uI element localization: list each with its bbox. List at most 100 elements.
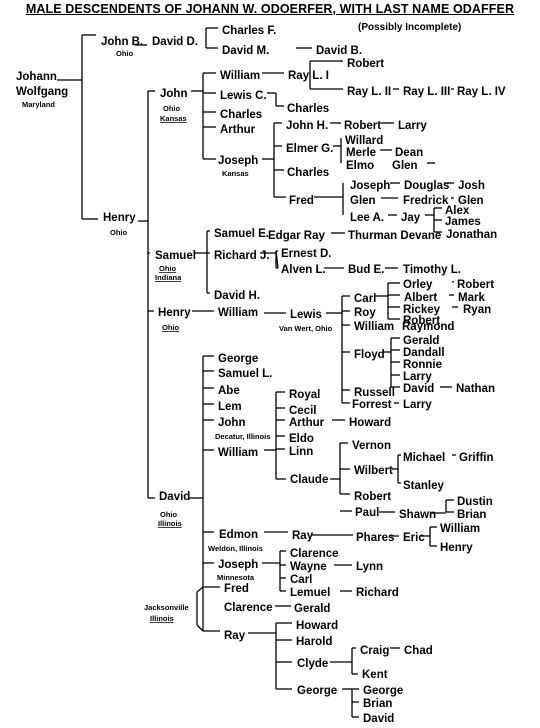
person-thurman: Thurman Devane: [348, 230, 441, 242]
person-jville2: Illinois: [150, 614, 174, 623]
person-john2: John: [160, 88, 187, 100]
person-henry1-loc: Ohio: [110, 228, 127, 237]
person-shawn: Shawn: [399, 509, 436, 521]
person-william-d: William: [218, 447, 258, 459]
person-johnb-loc: Ohio: [116, 49, 133, 58]
person-fred-d: Fred: [224, 583, 249, 595]
person-harold: Harold: [296, 636, 332, 648]
person-robert-r: Robert: [403, 315, 440, 327]
person-vernon: Vernon: [352, 440, 391, 452]
person-samuell: Samuel L.: [218, 368, 272, 380]
person-glen5: Glen: [350, 195, 376, 207]
person-jonathan: Jonathan: [446, 229, 497, 241]
person-forrest: Forrest: [352, 399, 392, 411]
person-larry-fo: Larry: [403, 399, 432, 411]
person-leea: Lee A.: [350, 212, 384, 224]
person-william3: William: [220, 70, 260, 82]
person-ernestd: Ernest D.: [281, 248, 332, 260]
person-clyde: Clyde: [297, 658, 328, 670]
person-ray-d: Ray: [224, 630, 246, 642]
person-richard-l: Richard: [356, 587, 399, 599]
person-ryan: Ryan: [463, 304, 491, 316]
person-brian-g: Brian: [363, 698, 392, 710]
person-chad: Chad: [404, 645, 433, 657]
person-raymond: Raymond: [402, 321, 454, 333]
person-james: James: [445, 216, 481, 228]
person-george-d: George: [218, 353, 258, 365]
person-brian-s: Brian: [457, 509, 486, 521]
person-larry-f: Larry: [403, 371, 432, 383]
person-griffin: Griffin: [459, 452, 494, 464]
person-william-e: William: [440, 523, 480, 535]
person-henry2-loc: Ohio: [162, 323, 179, 332]
person-josh: Josh: [458, 180, 485, 192]
person-samuel2: Samuel: [155, 250, 196, 262]
person-henry2: Henry: [158, 307, 191, 319]
person-johnh: John H.: [286, 120, 328, 132]
person-jville1: Jacksonville: [144, 603, 189, 612]
person-alex: Alex: [445, 205, 470, 217]
person-stanley: Stanley: [403, 480, 445, 492]
person-rayl3: Ray L. III: [403, 86, 450, 98]
person-timothyl: Timothy L.: [403, 264, 461, 276]
person-cecil: Cecil: [289, 405, 317, 417]
person-paul: Paul: [355, 507, 379, 519]
person-richardj: Richard J.: [214, 250, 270, 262]
person-henry1: Henry: [103, 212, 136, 224]
person-roy: Roy: [354, 307, 376, 319]
person-dean: Dean: [395, 147, 423, 159]
person-lynn: Lynn: [356, 561, 383, 573]
person-fred4: Fred: [289, 195, 314, 207]
person-david-g: David: [363, 713, 394, 725]
person-elmo: Elmo: [346, 160, 374, 172]
person-edmon-loc: Weldon, Illinois: [208, 544, 263, 553]
person-clarence-d: Clarence: [224, 602, 273, 614]
person-lewisc: Lewis C.: [220, 90, 267, 102]
person-albert: Albert: [404, 292, 437, 304]
page-title: MALE DESCENDENTS OF JOHANN W. ODOERFER, …: [25, 2, 515, 16]
person-davidb: David B.: [316, 45, 362, 57]
person-david2: David: [159, 491, 190, 503]
person-fredrick: Fredrick: [403, 195, 449, 207]
person-claude: Claude: [290, 474, 328, 486]
person-orley: Orley: [403, 279, 433, 291]
person-charles4b: Charles: [287, 167, 329, 179]
tree-connector-lines: [57, 27, 458, 718]
person-alvenl: Alven L.: [281, 264, 326, 276]
person-larry6: Larry: [398, 120, 427, 132]
person-carl: Carl: [354, 293, 376, 305]
person-robert-o: Robert: [457, 279, 494, 291]
person-michael: Michael: [403, 452, 445, 464]
person-gerald-c: Gerald: [294, 603, 330, 615]
person-eric: Eric: [403, 532, 425, 544]
connector-line-64: [275, 250, 279, 269]
person-arthur-w: Arthur: [289, 417, 325, 429]
person-davidh: David H.: [214, 290, 260, 302]
person-davidm: David M.: [222, 45, 269, 57]
person-david2-loc1: Ohio: [160, 510, 177, 519]
person-samuel2-loc2: Indiana: [155, 273, 182, 282]
person-edmon: Edmon: [219, 529, 258, 541]
person-wayne: Wayne: [290, 561, 327, 573]
person-joseph3-loc: Kansas: [222, 169, 249, 178]
person-rayl4: Ray L. IV: [457, 86, 506, 98]
person-charles4: Charles: [287, 103, 329, 115]
person-craig: Craig: [360, 645, 389, 657]
person-glen7: Glen: [458, 195, 484, 207]
person-charles3: Charles: [220, 109, 262, 121]
connector-line-149: [196, 586, 204, 593]
person-ray-e: Ray: [292, 530, 314, 542]
person-phares: Phares: [356, 532, 394, 544]
person-arthur3: Arthur: [220, 124, 256, 136]
person-linn: Linn: [289, 446, 313, 458]
person-george-r: George: [297, 685, 337, 697]
person-johnb: John B.: [101, 36, 143, 48]
person-johann1: Johann: [16, 71, 57, 83]
person-robert5: Robert: [344, 120, 381, 132]
person-carl-j: Carl: [290, 574, 312, 586]
person-william-r: William: [354, 321, 394, 333]
person-john2-loc1: Ohio: [163, 104, 180, 113]
person-charlesf: Charles F.: [222, 25, 276, 37]
